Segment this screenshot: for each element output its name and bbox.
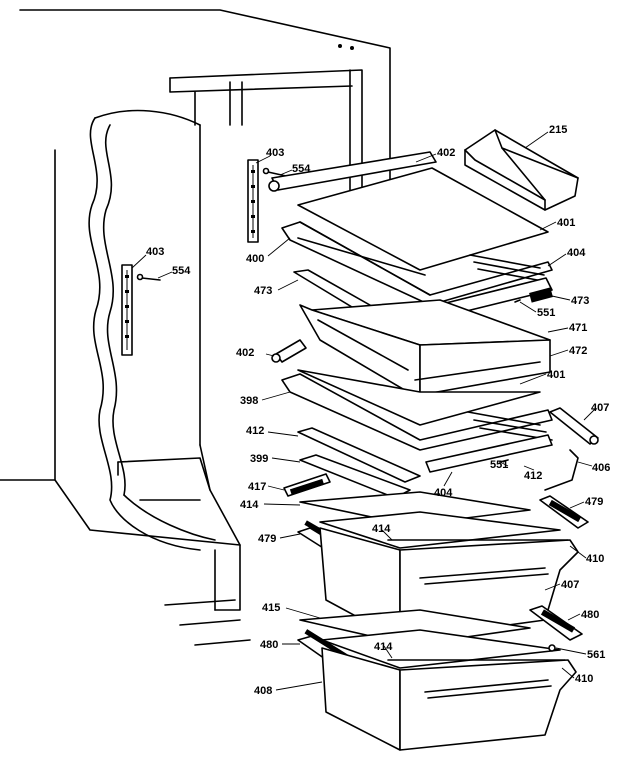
- label-399: 399: [250, 453, 268, 465]
- label-551-lower: 551: [490, 459, 508, 471]
- label-473-right: 473: [571, 295, 589, 307]
- label-479-left: 479: [258, 533, 276, 545]
- label-407-upper: 407: [591, 402, 609, 414]
- label-412-left: 412: [246, 425, 264, 437]
- label-414-middle: 414: [372, 523, 391, 535]
- label-417: 417: [248, 481, 266, 493]
- label-403-upper: 403: [266, 147, 284, 159]
- label-473-left: 473: [254, 285, 272, 297]
- lower-shelf-rails: [283, 427, 579, 499]
- upper-shelf: [268, 151, 553, 306]
- label-551-upper: 551: [537, 307, 555, 319]
- label-400: 400: [246, 253, 264, 265]
- label-472: 472: [569, 345, 587, 357]
- label-403-lower: 403: [146, 246, 164, 258]
- label-215: 215: [549, 124, 567, 136]
- label-402-upper: 402: [437, 147, 455, 159]
- label-408: 408: [254, 685, 272, 697]
- label-415: 415: [262, 602, 280, 614]
- label-414-lower: 414: [374, 641, 393, 653]
- label-561: 561: [587, 649, 605, 661]
- label-404-lower: 404: [434, 487, 453, 499]
- meat-pan-assembly: [271, 269, 553, 396]
- label-401-lower: 401: [547, 369, 565, 381]
- cabinet-liner: [0, 9, 391, 646]
- label-407-lower: 407: [561, 579, 579, 591]
- label-410-upper: 410: [586, 553, 604, 565]
- leader-lines: [131, 131, 597, 691]
- label-404-upper: 404: [567, 247, 586, 259]
- lower-drawer: [297, 605, 583, 751]
- label-554-upper: 554: [292, 163, 311, 175]
- label-402-lower: 402: [236, 347, 254, 359]
- upper-drawer: [297, 491, 589, 641]
- label-398: 398: [240, 395, 258, 407]
- label-414-upper: 414: [240, 499, 259, 511]
- label-471: 471: [569, 322, 587, 334]
- callout-labels: 215 402 403 554 403 554 401 404 400 473 …: [146, 124, 610, 697]
- shelf-ladder-upper: [247, 159, 287, 243]
- label-554-lower: 554: [172, 265, 191, 277]
- label-401-upper: 401: [557, 217, 575, 229]
- label-406: 406: [592, 462, 610, 474]
- shelf-ladder-lower: [121, 264, 161, 356]
- middle-shelf: [281, 369, 599, 451]
- label-479-right: 479: [585, 496, 603, 508]
- label-412-right: 412: [524, 470, 542, 482]
- dairy-bin: [464, 129, 579, 211]
- label-480-right: 480: [581, 609, 599, 621]
- label-410-lower: 410: [575, 673, 593, 685]
- label-480-left: 480: [260, 639, 278, 651]
